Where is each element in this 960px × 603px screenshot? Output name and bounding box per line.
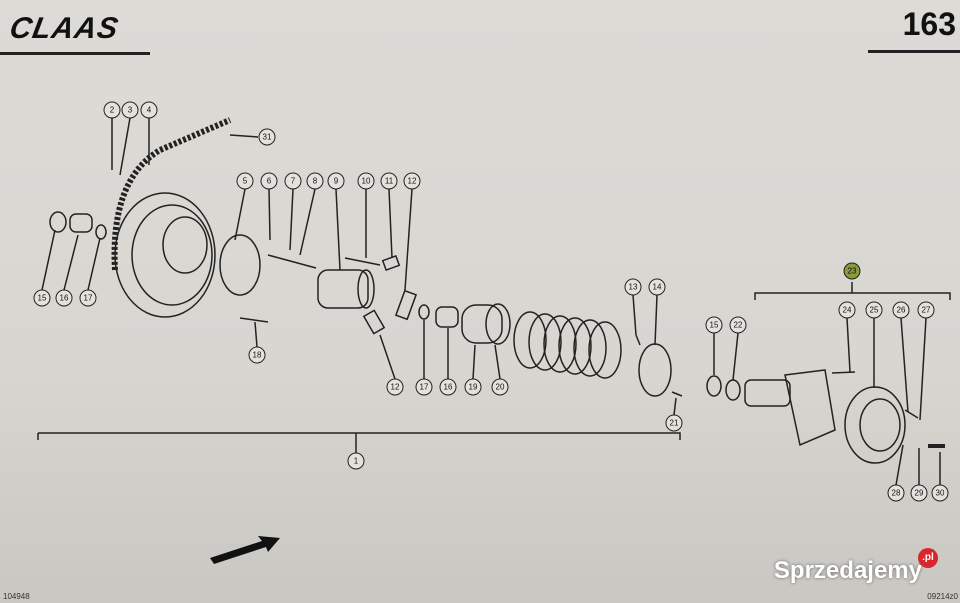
- callout-7: 7: [284, 172, 302, 190]
- callout-15: 15: [33, 289, 51, 307]
- figure-id-right: 09214z0: [927, 592, 958, 601]
- direction-arrow: [210, 536, 280, 564]
- spring: [513, 311, 622, 379]
- callout-20: 20: [491, 378, 509, 396]
- callout-label: 11: [385, 177, 394, 186]
- callout-label: 31: [263, 133, 272, 142]
- callout-label: 16: [60, 294, 69, 303]
- callout-30: 30: [931, 484, 949, 502]
- callout-label: 29: [915, 489, 924, 498]
- callout-label: 28: [892, 489, 901, 498]
- callout-16: 16: [439, 378, 457, 396]
- callout-26: 26: [892, 301, 910, 319]
- callout-15: 15: [705, 316, 723, 334]
- callout-label: 30: [936, 489, 945, 498]
- callout-label: 10: [362, 177, 371, 186]
- callout-25: 25: [865, 301, 883, 319]
- header-rule-left: [0, 52, 150, 55]
- callout-label: 17: [420, 383, 429, 392]
- callout-6: 6: [260, 172, 278, 190]
- callout-label: 17: [84, 294, 93, 303]
- callout-label: 7: [291, 177, 296, 186]
- drive-disc: [844, 386, 906, 464]
- callout-19: 19: [464, 378, 482, 396]
- callout-label: 12: [391, 383, 400, 392]
- callout-17: 17: [79, 289, 97, 307]
- callout-29: 29: [910, 484, 928, 502]
- callout-label: 3: [128, 106, 133, 115]
- callout-28: 28: [887, 484, 905, 502]
- callout-21: 21: [665, 414, 683, 432]
- callout-5: 5: [236, 172, 254, 190]
- watermark-badge: .pl: [918, 548, 938, 568]
- callout-31: 31: [258, 128, 276, 146]
- callout-10: 10: [357, 172, 375, 190]
- callout-label: 25: [870, 306, 879, 315]
- callout-8: 8: [306, 172, 324, 190]
- callout-label: 8: [313, 177, 318, 186]
- o-ring: [219, 234, 261, 296]
- callout-1: 1: [347, 452, 365, 470]
- callout-label: 24: [843, 306, 852, 315]
- callout-2: 2: [103, 101, 121, 119]
- callout-18: 18: [248, 346, 266, 364]
- watermark-text: Sprzedajemy: [773, 557, 922, 584]
- page-number: 163: [902, 6, 956, 42]
- callout-label: 15: [38, 294, 47, 303]
- callout-label: 5: [243, 177, 248, 186]
- callout-11: 11: [380, 172, 398, 190]
- callout-24: 24: [838, 301, 856, 319]
- callout-label: 22: [734, 321, 743, 330]
- callout-label: 2: [110, 106, 115, 115]
- callout-label: 18: [253, 351, 262, 360]
- callout-17: 17: [415, 378, 433, 396]
- figure-id-left: 104948: [3, 592, 30, 601]
- callout-label: 13: [629, 283, 638, 292]
- callout-label: 21: [670, 419, 679, 428]
- callout-label: 20: [496, 383, 505, 392]
- callout-3: 3: [121, 101, 139, 119]
- callout-12: 12: [403, 172, 421, 190]
- callout-label: 14: [653, 283, 662, 292]
- callout-14: 14: [648, 278, 666, 296]
- callout-9: 9: [327, 172, 345, 190]
- callout-12: 12: [386, 378, 404, 396]
- callout-label: 1: [354, 457, 359, 466]
- callout-13: 13: [624, 278, 642, 296]
- callout-22: 22: [729, 316, 747, 334]
- callout-label: 4: [147, 106, 152, 115]
- header-rule-right: [868, 50, 960, 53]
- callout-label: 9: [334, 177, 339, 186]
- pulley: [114, 192, 216, 318]
- callout-label: 27: [922, 306, 931, 315]
- callout-23: 23: [843, 262, 861, 280]
- callout-label: 15: [710, 321, 719, 330]
- callout-27: 27: [917, 301, 935, 319]
- callout-label: 23: [848, 267, 857, 276]
- callout-16: 16: [55, 289, 73, 307]
- callout-4: 4: [140, 101, 158, 119]
- callout-label: 6: [267, 177, 272, 186]
- callout-label: 16: [444, 383, 453, 392]
- callout-label: 26: [897, 306, 906, 315]
- callout-label: 19: [469, 383, 478, 392]
- callout-label: 12: [408, 177, 417, 186]
